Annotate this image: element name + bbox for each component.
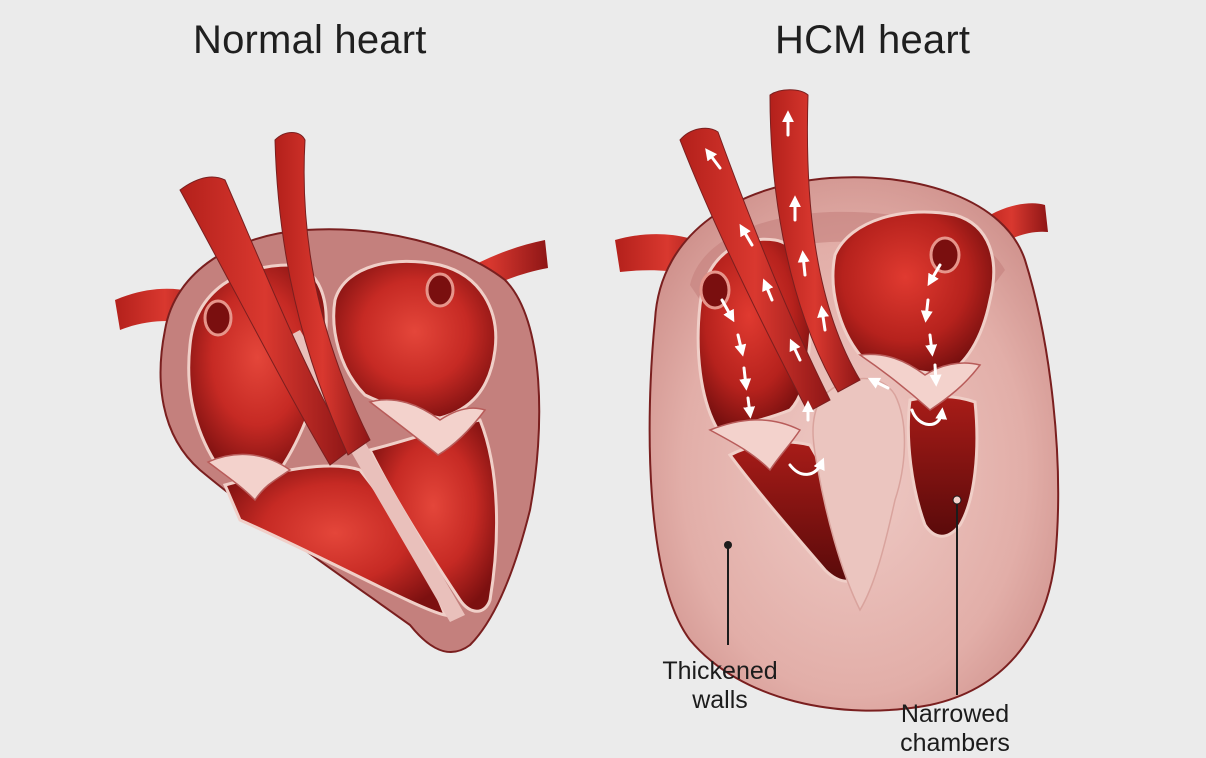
chambers-leader-dot — [953, 496, 961, 504]
flow-arrow-icon — [935, 365, 936, 382]
walls-leader-dot — [724, 541, 732, 549]
normal-heart — [115, 133, 548, 653]
flow-arrow-icon — [926, 300, 928, 318]
thickened-walls-line1: Thickened — [640, 657, 800, 686]
flow-arrow-icon — [748, 398, 750, 414]
flow-arrow-icon — [744, 368, 746, 386]
normal-opening-left — [205, 301, 231, 335]
narrowed-chambers-line2: chambers — [875, 729, 1035, 758]
thickened-walls-label: Thickened walls — [640, 657, 800, 715]
flow-arrow-icon — [803, 255, 805, 275]
flow-arrow-icon — [930, 335, 932, 352]
hcm-opening-right — [931, 238, 959, 272]
hcm-heart — [615, 90, 1058, 711]
narrowed-chambers-label: Narrowed chambers — [875, 700, 1035, 758]
narrowed-chambers-line1: Narrowed — [875, 700, 1035, 729]
hcm-atrium-right — [833, 212, 994, 375]
normal-opening-right — [427, 274, 453, 306]
thickened-walls-line2: walls — [640, 686, 800, 715]
